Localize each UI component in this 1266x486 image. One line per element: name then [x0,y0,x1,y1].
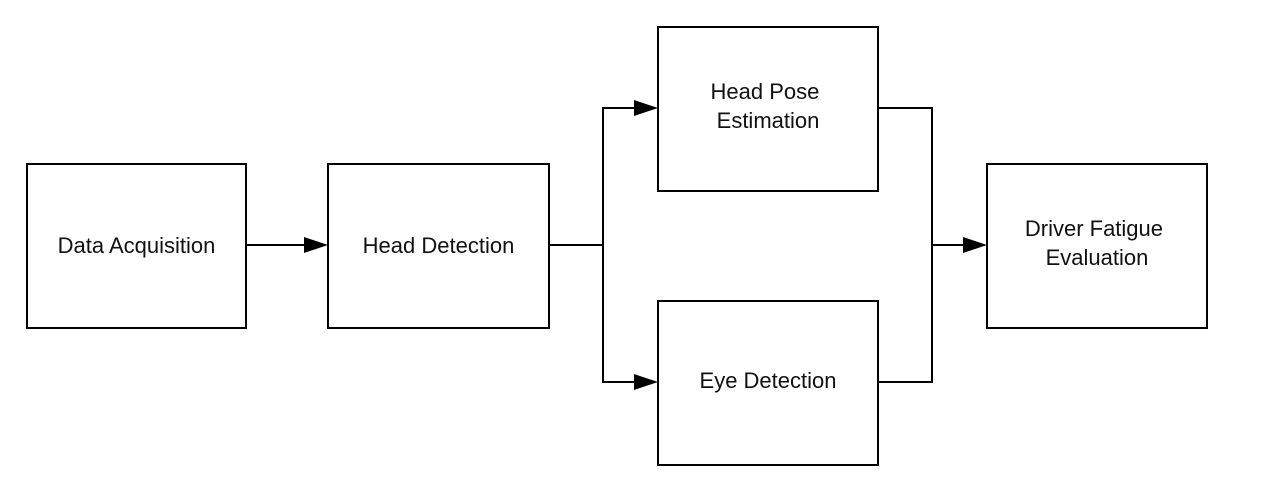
arrowhead-icon [304,237,328,253]
node-driver-fatigue-evaluation: Driver Fatigue Evaluation [986,163,1208,329]
node-box [986,163,1208,329]
node-box [327,163,550,329]
node-label: Driver Fatigue Evaluation [1025,216,1169,270]
node-label-line: Evaluation [1046,245,1149,270]
node-label: Data Acquisition [58,233,216,258]
arrowhead-icon [963,237,987,253]
node-eye-detection: Eye Detection [657,300,879,466]
node-label-line: Driver Fatigue [1025,216,1163,241]
node-label: Head Detection [363,233,515,258]
node-head-detection: Head Detection [327,163,550,329]
node-label-line: Estimation [717,108,820,133]
connectors [246,100,987,390]
node-box [657,26,879,192]
arrowhead-icon [634,374,658,390]
edge-head-pose-estimation-to-driver-fatigue-evaluation [878,107,933,245]
node-data-acquisition: Data Acquisition [26,163,247,329]
node-label-line: Head Pose [711,79,820,104]
node-label-line: Data Acquisition [58,233,216,258]
node-label: Head Pose Estimation [711,79,826,133]
edge-eye-detection-to-driver-fatigue-evaluation [878,245,933,383]
node-head-pose-estimation: Head Pose Estimation [657,26,879,192]
node-box [26,163,247,329]
edge-head-detection-to-eye-detection [602,245,636,383]
arrowhead-icon [634,100,658,116]
edge-head-detection-to-head-pose-estimation [549,107,636,246]
node-label-line: Eye Detection [700,368,837,393]
node-box [657,300,879,466]
node-label-line: Head Detection [363,233,515,258]
node-label: Eye Detection [700,368,837,393]
